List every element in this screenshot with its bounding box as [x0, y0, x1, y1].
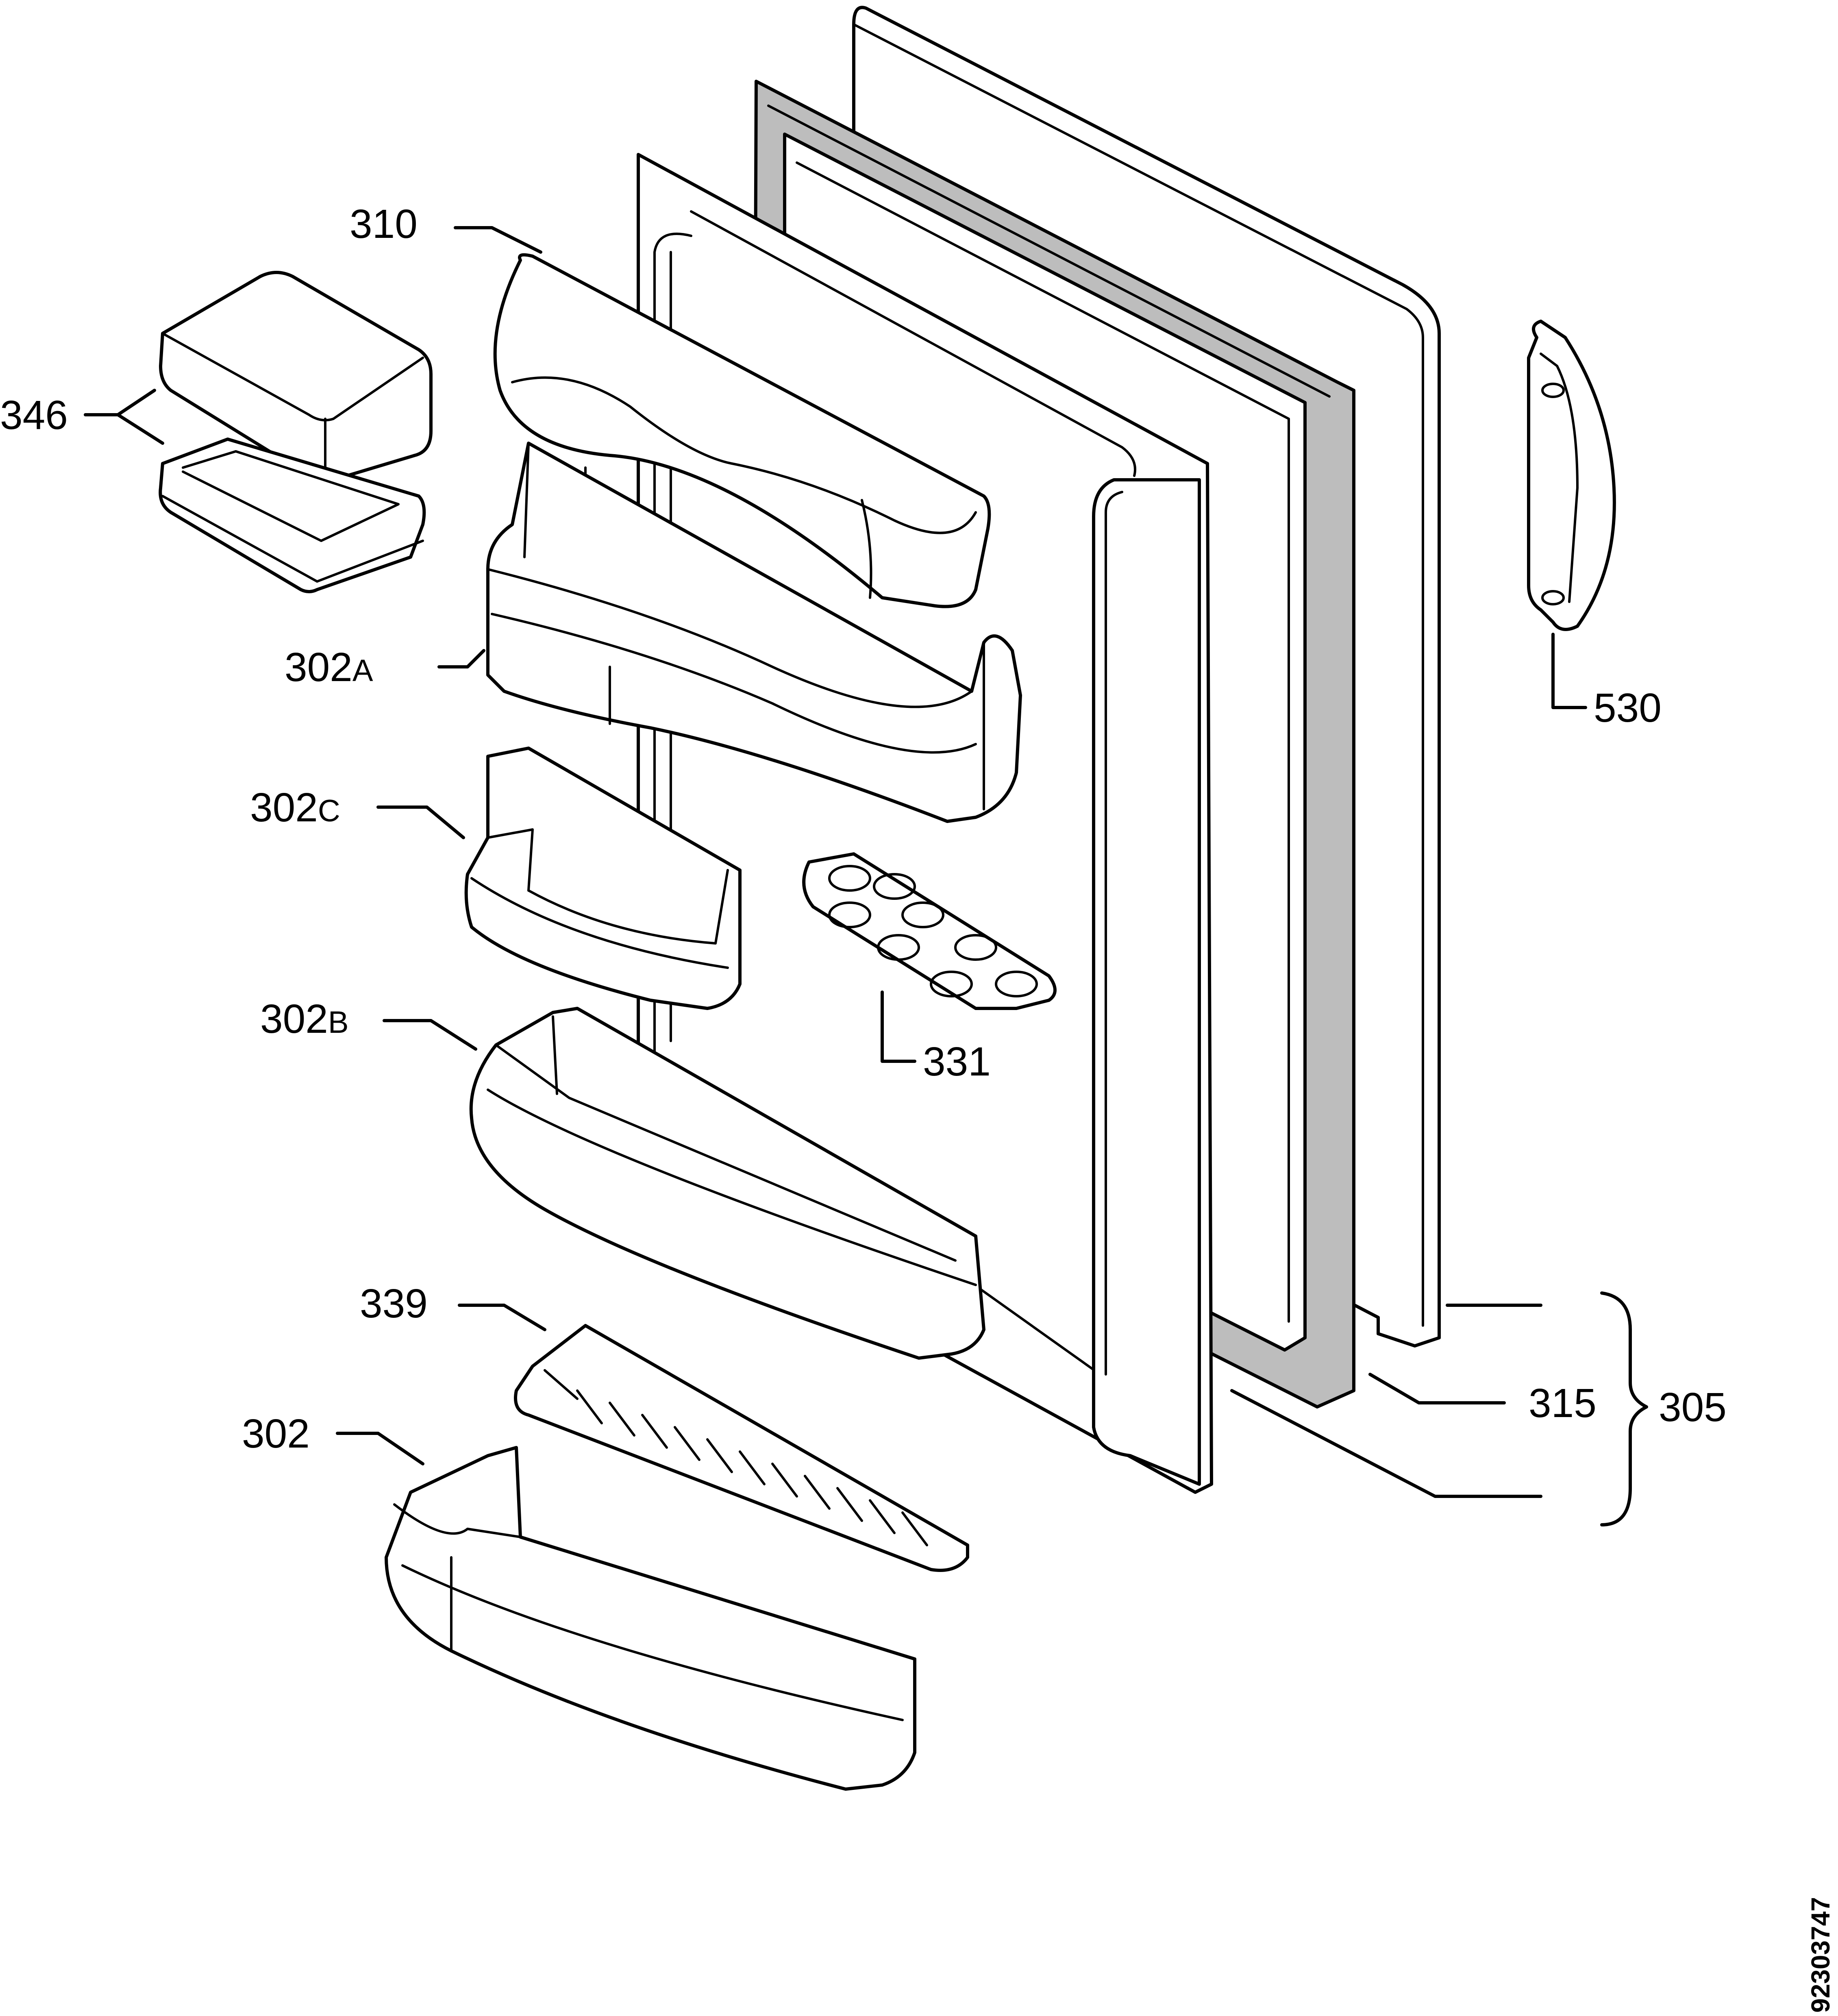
butter-box-346 — [159, 271, 433, 593]
label-331: 331 — [923, 1039, 991, 1084]
leader-lines — [84, 226, 1648, 1526]
dairy-compartment-310 — [493, 253, 991, 608]
label-339: 339 — [360, 1281, 428, 1326]
door-shelf-302C — [464, 747, 742, 1010]
label-315: 315 — [1529, 1380, 1597, 1426]
label-310: 310 — [350, 201, 418, 247]
label-302B: 302B — [260, 996, 349, 1042]
label-302B-number: 302 — [260, 996, 328, 1042]
label-302C-suffix: C — [318, 794, 340, 828]
egg-tray-331 — [802, 852, 1057, 1010]
door-shelf-302B — [469, 1007, 985, 1360]
door-handle-530 — [1527, 320, 1616, 631]
drawing-code: 92303747 — [1806, 1897, 1835, 2013]
label-305: 305 — [1659, 1385, 1727, 1430]
label-302B-suffix: B — [328, 1005, 349, 1040]
label-302C-number: 302 — [250, 785, 318, 830]
door-shelf-302A — [486, 442, 1022, 823]
label-530: 530 — [1594, 685, 1662, 731]
label-346: 346 — [0, 392, 68, 438]
label-302: 302 — [242, 1411, 310, 1456]
door-shelf-302 — [385, 1446, 916, 1791]
label-302A-number: 302 — [285, 644, 352, 690]
label-302A-suffix: A — [352, 653, 373, 688]
bottle-rack-339 — [514, 1324, 969, 1572]
label-302C: 302C — [250, 785, 340, 830]
part-labels: 310 346 302A 302C 302B 339 302 530 331 3… — [0, 201, 1835, 2013]
label-302A: 302A — [285, 644, 373, 690]
